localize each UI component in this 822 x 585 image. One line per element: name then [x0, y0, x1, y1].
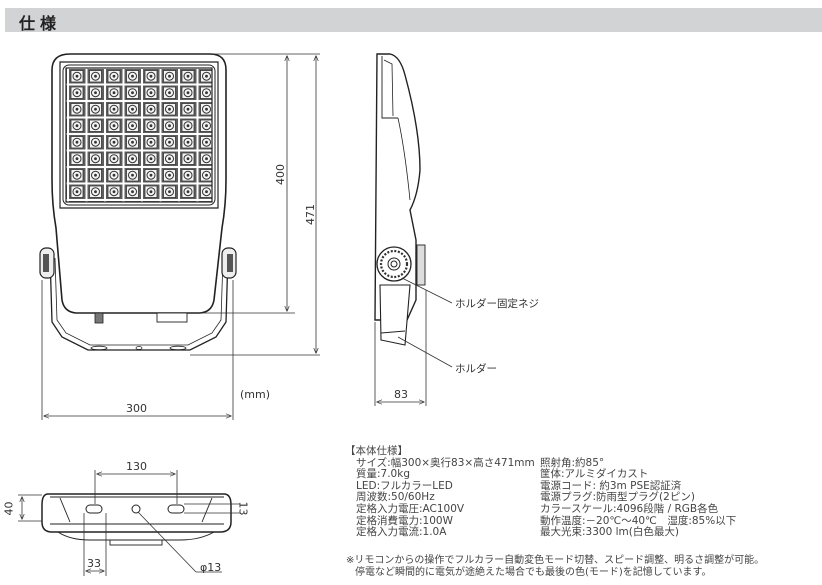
- note-line-1: ※リモコンからの操作でフルカラー自動変色モード切替、スピード調整、明るさ調整が可…: [346, 555, 765, 566]
- spec-power-cord: 電源コード: 約3m PSE認証済: [540, 479, 682, 492]
- side-view-drawing: [374, 53, 426, 346]
- spec-list-right: 照射角:約85° 筐体:アルミダイカスト 電源コード: 約3m PSE認証済 電…: [540, 456, 737, 539]
- front-dimensions: [41, 53, 320, 420]
- spec-frequency: 周波数:50/60Hz: [356, 491, 435, 504]
- spec-power: 定格消費電力:100W: [356, 514, 453, 527]
- spec-power-plug: 電源プラグ:防雨型プラグ(2ピン): [540, 491, 695, 504]
- front-view-drawing: [39, 53, 237, 351]
- spec-led: LED:フルカラーLED: [356, 479, 453, 492]
- callout-holder-screw: ホルダー固定ネジ: [455, 298, 539, 310]
- spec-color-scale: カラースケール:4096段階 / RGB各色: [540, 502, 719, 515]
- side-dimensions: [374, 290, 427, 406]
- bottom-dimensions: [18, 470, 240, 576]
- dim-depth: 83: [394, 388, 408, 401]
- spec-current: 定格入力電流:1.0A: [356, 526, 447, 539]
- spec-size: サイズ:幅300×奥行83×高さ471mm: [356, 456, 535, 469]
- spec-luminous-flux: 最大光束:3300 lm(白色最大): [540, 526, 679, 539]
- dim-height-total: 471: [304, 204, 317, 225]
- spec-housing: 筐体:アルミダイカスト: [540, 468, 649, 481]
- bottom-view-drawing: [41, 493, 232, 546]
- callout-holder: ホルダー: [455, 363, 497, 375]
- dim-bottom-height: 40: [2, 501, 16, 516]
- spec-beam-angle: 照射角:約85°: [540, 456, 605, 469]
- dim-slot-length: 33: [87, 557, 101, 570]
- spec-weight: 質量:7.0kg: [356, 468, 410, 481]
- spec-operating-temp: 動作温度:－20℃～40℃ 湿度:85%以下: [540, 514, 737, 527]
- note-line-2: 停電など瞬間的に電気が途絶えた場合でも最後の色(モード)を記憶しています。: [355, 567, 712, 578]
- side-callouts: [397, 277, 453, 368]
- dim-width: 300: [126, 402, 147, 415]
- dim-height-body: 400: [274, 164, 287, 185]
- spec-voltage: 定格入力電圧:AC100V: [356, 502, 465, 515]
- dim-slot-width: 13: [236, 501, 250, 516]
- dim-hole-spacing: 130: [126, 460, 147, 473]
- section-title: 仕様: [19, 14, 62, 33]
- dim-hole-diameter: φ13: [200, 561, 222, 574]
- unit-label: (mm): [240, 388, 271, 401]
- spec-list-left: 【本体仕様】 サイズ:幅300×奥行83×高さ471mm 質量:7.0kg LE…: [345, 445, 535, 539]
- section-header: 仕様: [5, 8, 822, 33]
- spec-title: 【本体仕様】: [345, 445, 408, 457]
- remote-note: ※リモコンからの操作でフルカラー自動変色モード切替、スピード調整、明るさ調整が可…: [346, 555, 764, 579]
